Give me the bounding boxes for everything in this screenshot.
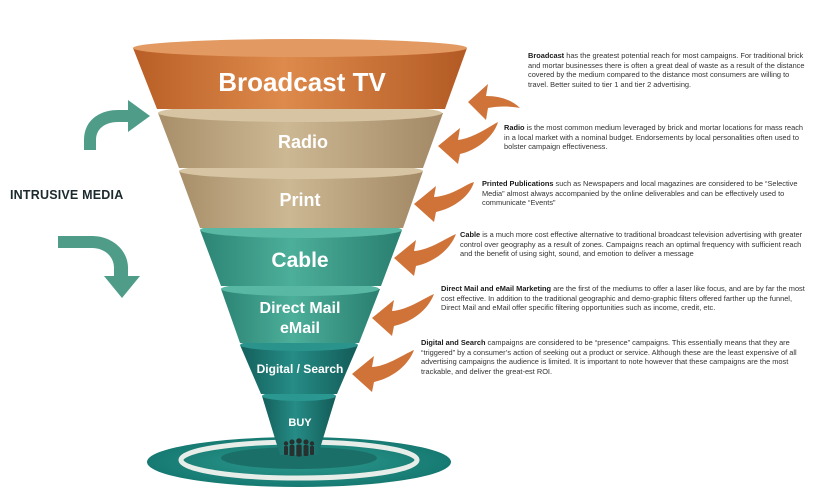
tier-label-email: eMail	[280, 320, 320, 337]
teal-arrow-icon	[58, 236, 140, 298]
tier-label-radio: Radio	[278, 132, 328, 152]
note-print: Printed Publications such as Newspapers …	[482, 179, 798, 208]
buy-platform	[147, 437, 451, 487]
buy-label: BUY	[288, 417, 312, 429]
orange-arrow-icon	[372, 294, 434, 336]
orange-arrow-icon	[414, 182, 474, 222]
note-broadcast: Broadcast has the greatest potential rea…	[528, 51, 805, 89]
teal-arrow-icon	[84, 100, 150, 150]
side-label-intrusive-media: INTRUSIVE MEDIA	[10, 188, 124, 202]
tier-label-broadcast-tv: Broadcast TV	[218, 67, 386, 97]
tier-label-print: Print	[279, 190, 320, 210]
orange-arrow-icon	[394, 234, 456, 276]
note-cable: Cable is a much more cost effective alte…	[460, 230, 803, 259]
orange-arrow-icon	[468, 84, 520, 120]
orange-arrow-icon	[438, 122, 498, 164]
tier-broadcast-tv	[133, 39, 467, 109]
note-radio: Radio is the most common medium leverage…	[504, 123, 804, 152]
tier-label-direct-mail: Direct Mail	[260, 300, 341, 317]
tier-label-digital-search: Digital / Search	[257, 362, 344, 376]
orange-arrow-icon	[352, 350, 414, 392]
note-direct-mail: Direct Mail and eMail Marketing are the …	[441, 284, 805, 313]
note-digital-search: Digital and Search campaigns are conside…	[421, 338, 797, 376]
people-icon	[283, 438, 315, 457]
tier-label-cable: Cable	[271, 249, 328, 272]
